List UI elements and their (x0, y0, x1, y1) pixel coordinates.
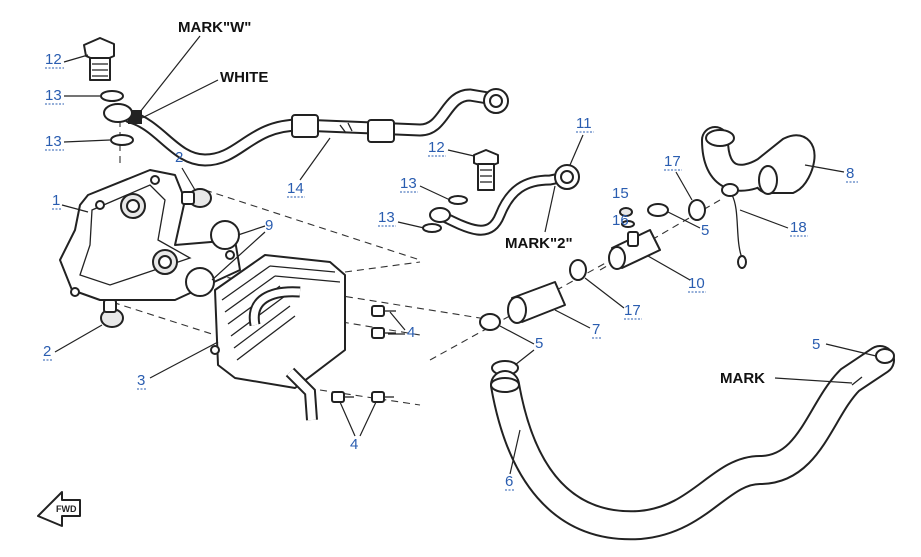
callout-17: 17 (624, 302, 641, 319)
clamp-5-right (875, 348, 895, 364)
callout-13: 13 (400, 175, 417, 192)
callout-17: 17 (664, 153, 681, 170)
callout-13: 13 (45, 87, 62, 104)
hose-6 (490, 345, 895, 541)
callout-8: 8 (846, 165, 854, 182)
callout-16: 16 (612, 212, 629, 229)
callout-13: 13 (378, 209, 395, 226)
o-ring-9-upper (210, 220, 240, 250)
oil-cooler-3 (210, 254, 346, 421)
annotation-labels: MARK"W" WHITE MARK"2" MARK (139, 19, 853, 387)
mark-w-label: MARK"W" (178, 19, 251, 36)
o-ring-9-lower (185, 267, 215, 297)
callout-2: 2 (43, 343, 51, 360)
callout-5: 5 (701, 222, 709, 239)
washer-13-lower (110, 134, 134, 146)
hose-7 (507, 281, 566, 324)
callout-18: 18 (790, 219, 807, 236)
washer-13-middle-a (448, 195, 468, 205)
callout-11: 11 (576, 115, 592, 132)
part-15 (619, 207, 633, 217)
bolt-2-upper (181, 188, 212, 208)
callout-5: 5 (812, 336, 820, 353)
cooler-base-plate-1 (59, 169, 241, 301)
callout-15: 15 (612, 185, 629, 202)
oil-pipe-11 (429, 164, 580, 236)
callout-2: 2 (175, 149, 183, 166)
callout-4: 4 (350, 436, 358, 453)
callout-5: 5 (535, 335, 543, 352)
joint-10 (608, 229, 661, 270)
callout-10: 10 (688, 275, 705, 292)
washer-13-upper (100, 90, 124, 102)
wire-18 (721, 183, 747, 269)
mark-label: MARK (720, 370, 765, 387)
callout-3: 3 (137, 372, 145, 389)
banjo-bolt-12-left (83, 37, 115, 81)
bolt-2-lower (100, 299, 124, 328)
bolt-4-group-lower (331, 391, 394, 403)
callout-1: 1 (52, 192, 60, 209)
washer-13-middle-b (422, 223, 442, 233)
callout-4: 4 (407, 324, 415, 341)
mark-2-label: MARK"2" (505, 235, 573, 252)
callout-9: 9 (265, 217, 273, 234)
callout-12: 12 (45, 51, 62, 68)
fwd-label: FWD (56, 504, 77, 514)
white-label: WHITE (220, 69, 268, 86)
oil-pipe-14 (123, 88, 509, 167)
callout-numbers: 12 13 13 2 1 9 14 12 13 13 11 15 16 17 5… (43, 51, 877, 491)
hose-8 (701, 126, 816, 195)
clamp-5-upper (647, 203, 669, 217)
banjo-fitting-left (103, 103, 133, 123)
callout-6: 6 (505, 473, 513, 490)
banjo-bolt-12-middle (473, 149, 499, 191)
callout-14: 14 (287, 180, 304, 197)
clamp-17-upper (688, 199, 706, 221)
clamp-17-lower (569, 259, 587, 281)
callout-13: 13 (45, 133, 62, 150)
part-16 (621, 220, 635, 228)
fwd-arrow-icon: FWD (37, 491, 81, 527)
bolt-4-group-upper (371, 305, 396, 339)
clamp-5-middle-a (479, 313, 501, 331)
callout-12: 12 (428, 139, 445, 156)
callout-7: 7 (592, 321, 600, 338)
